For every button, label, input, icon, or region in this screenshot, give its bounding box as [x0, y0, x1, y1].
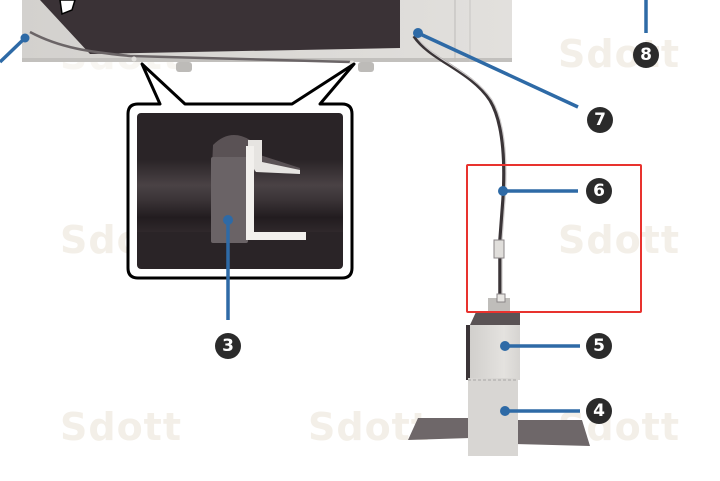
callout-leaders	[0, 0, 648, 416]
callout-badge-4: 4	[586, 398, 612, 424]
callout-badge-3: 3	[215, 333, 241, 359]
callout-badge-7: 7	[587, 107, 613, 133]
watermark: Sdott	[60, 405, 183, 449]
watermark: Sdott	[558, 218, 681, 262]
watermark: Sdott	[308, 405, 431, 449]
highlight-box	[466, 164, 642, 313]
waste-ink-bottle-assembly	[408, 293, 590, 456]
detail-callout-bubble	[126, 62, 356, 280]
callout-badge-8: 8	[633, 42, 659, 68]
callout-badge-5: 5	[586, 333, 612, 359]
printer-base	[22, 0, 512, 72]
waste-ink-tube	[412, 34, 507, 300]
callout-badge-6: 6	[586, 178, 612, 204]
